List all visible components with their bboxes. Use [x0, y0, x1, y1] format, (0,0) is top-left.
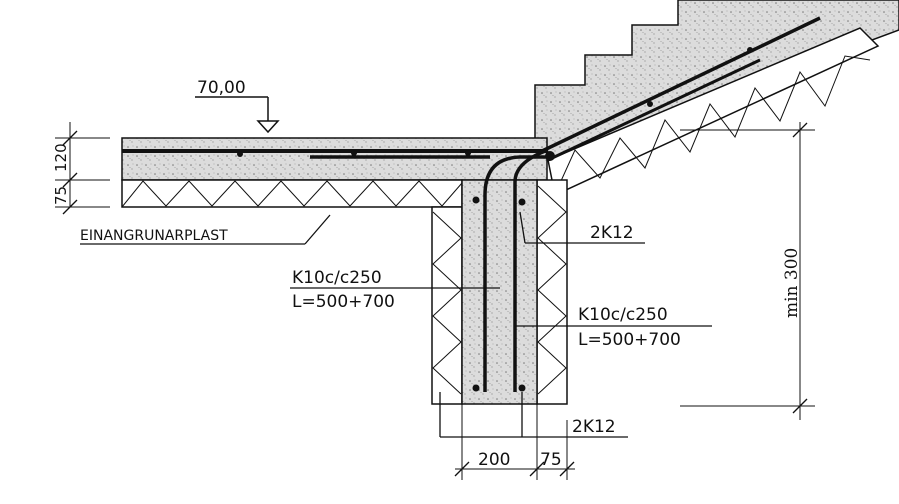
stair-rebar-lower — [547, 58, 761, 162]
rebar-bottom-right-label: 2K12 — [572, 417, 616, 437]
level-mark-triangle — [256, 120, 280, 134]
dim-insulation-75-bottom: 75 — [540, 450, 562, 470]
wall-insulation-left-hatch — [432, 211, 462, 395]
dim-right-tick-bottom — [792, 398, 808, 414]
stirrup-right-line1: K10c/c250 — [578, 305, 668, 325]
dim-left-tick-1 — [62, 130, 78, 146]
stirrup-right-bar — [513, 148, 549, 392]
insulation-label-leader — [304, 214, 331, 245]
dim-insulation-75: 75 — [52, 186, 70, 205]
insulation-label: EINANGRUNARPLAST — [80, 228, 228, 244]
stirrup-left-line2: L=500+700 — [292, 292, 395, 312]
stirrup-right-line2: L=500+700 — [578, 330, 681, 350]
dim-slab-120: 120 — [52, 143, 70, 172]
slab-insulation-hatch — [121, 180, 463, 208]
stair-insulation-hatch — [555, 55, 871, 193]
stirrup-left-line1: K10c/c250 — [292, 268, 382, 288]
rebar-top-right-label: 2K12 — [590, 223, 634, 243]
stair-rebar-top — [539, 16, 821, 154]
wall-insulation-right — [536, 179, 568, 405]
dim-bottom-tick-1 — [454, 461, 470, 477]
dim-min-300: min 300 — [782, 248, 802, 318]
rebar-dots — [237, 47, 753, 392]
rebar-top-right-leader — [519, 211, 526, 244]
dim-bottom-tick-2 — [529, 461, 545, 477]
dim-left-tick-2 — [62, 172, 78, 188]
foundation-wall-concrete — [461, 179, 538, 405]
dim-bottom-tick-3 — [559, 461, 575, 477]
dim-left-tick-3 — [62, 199, 78, 215]
slab-concrete — [121, 137, 548, 181]
stirrup-left-bar — [483, 155, 548, 392]
level-mark-label: 70,00 — [197, 78, 246, 98]
wall-insulation-right-hatch — [537, 185, 567, 395]
dim-wall-200: 200 — [478, 450, 510, 470]
wall-insulation-left — [431, 206, 463, 405]
dim-right-tick-top — [792, 122, 808, 138]
